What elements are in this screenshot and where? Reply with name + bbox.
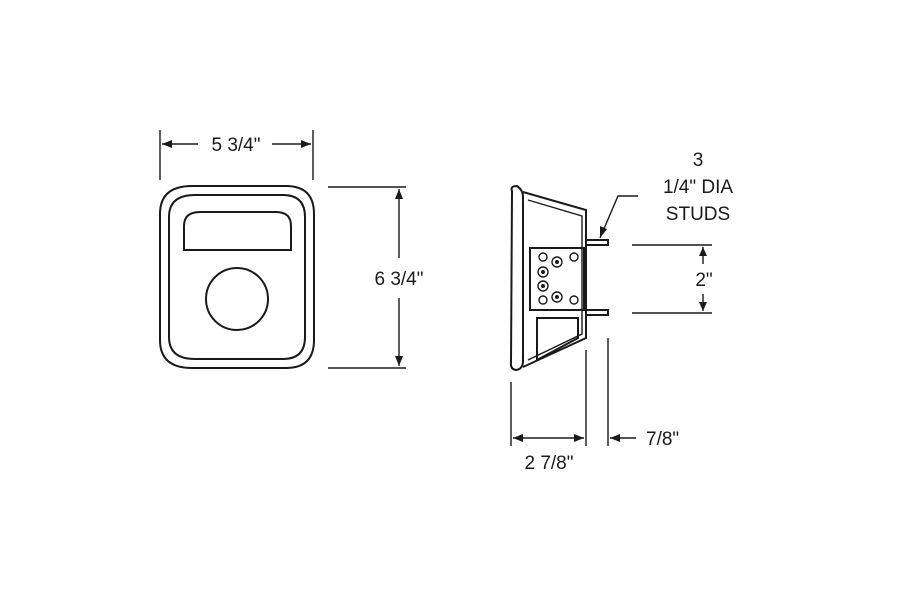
lower-housing-block	[536, 317, 579, 362]
front-view	[159, 185, 315, 369]
spacing-arrow-bottom	[699, 302, 707, 311]
front-height-dimension: 6 3/4"	[328, 186, 424, 369]
stud-callout-diameter: 1/4" DIA	[663, 177, 733, 198]
height-arrow-top	[395, 189, 403, 199]
wire-terminal-4-core	[555, 295, 559, 299]
stud-callout-quantity: 3	[693, 150, 704, 171]
side-depth-label: 2 7/8"	[524, 453, 573, 474]
lamp-housing-outline	[159, 185, 315, 369]
wire-terminal-1	[551, 256, 563, 268]
wire-terminal-1-core	[555, 260, 559, 264]
terminal-screw-bottom-left	[538, 295, 548, 305]
license-light-window	[183, 211, 292, 251]
wire-terminal-2	[537, 266, 549, 278]
stud-spacing-label: 2"	[695, 270, 712, 291]
stud-spacing-dimension: 2"	[632, 244, 713, 314]
front-width-label: 5 3/4"	[211, 135, 260, 156]
depth-arrow-left	[513, 434, 523, 442]
height-arrow-bottom	[395, 356, 403, 366]
wire-terminal-2-core	[541, 270, 545, 274]
spacing-arrow-top	[699, 247, 707, 256]
wire-terminal-4	[551, 291, 563, 303]
side-depth-dimension: 2 7/8"	[510, 350, 587, 474]
side-housing-inner-line	[527, 199, 583, 361]
mounting-stud-upper	[585, 239, 609, 246]
side-lens-bezel	[509, 184, 524, 372]
wire-terminal-3-core	[541, 284, 545, 288]
tail-lens-circle	[205, 267, 269, 331]
side-housing-body	[522, 191, 587, 368]
depth-arrow-right	[574, 434, 584, 442]
front-height-label: 6 3/4"	[374, 269, 423, 290]
stud-leader-arrow	[600, 226, 607, 238]
mounting-stud-lower	[585, 309, 609, 316]
stud-length-label: 7/8"	[646, 429, 679, 450]
stud-leader-line	[599, 195, 638, 239]
stud-callout: 3 1/4" DIA STUDS	[599, 150, 733, 239]
terminal-screw-top-right	[569, 252, 579, 262]
terminal-screw-bottom-right	[569, 295, 579, 305]
side-view	[509, 184, 609, 372]
stud-length-dimension: 7/8"	[607, 338, 679, 450]
terminal-plate	[529, 247, 585, 311]
stud-length-arrow	[610, 434, 620, 442]
wire-terminal-3	[537, 280, 549, 292]
width-arrow-right	[301, 140, 311, 148]
stud-callout-type: STUDS	[666, 204, 730, 225]
width-arrow-left	[162, 140, 172, 148]
front-width-dimension: 5 3/4"	[159, 130, 314, 180]
terminal-screw-top-left	[538, 252, 548, 262]
lamp-housing-inner-outline	[168, 194, 306, 360]
